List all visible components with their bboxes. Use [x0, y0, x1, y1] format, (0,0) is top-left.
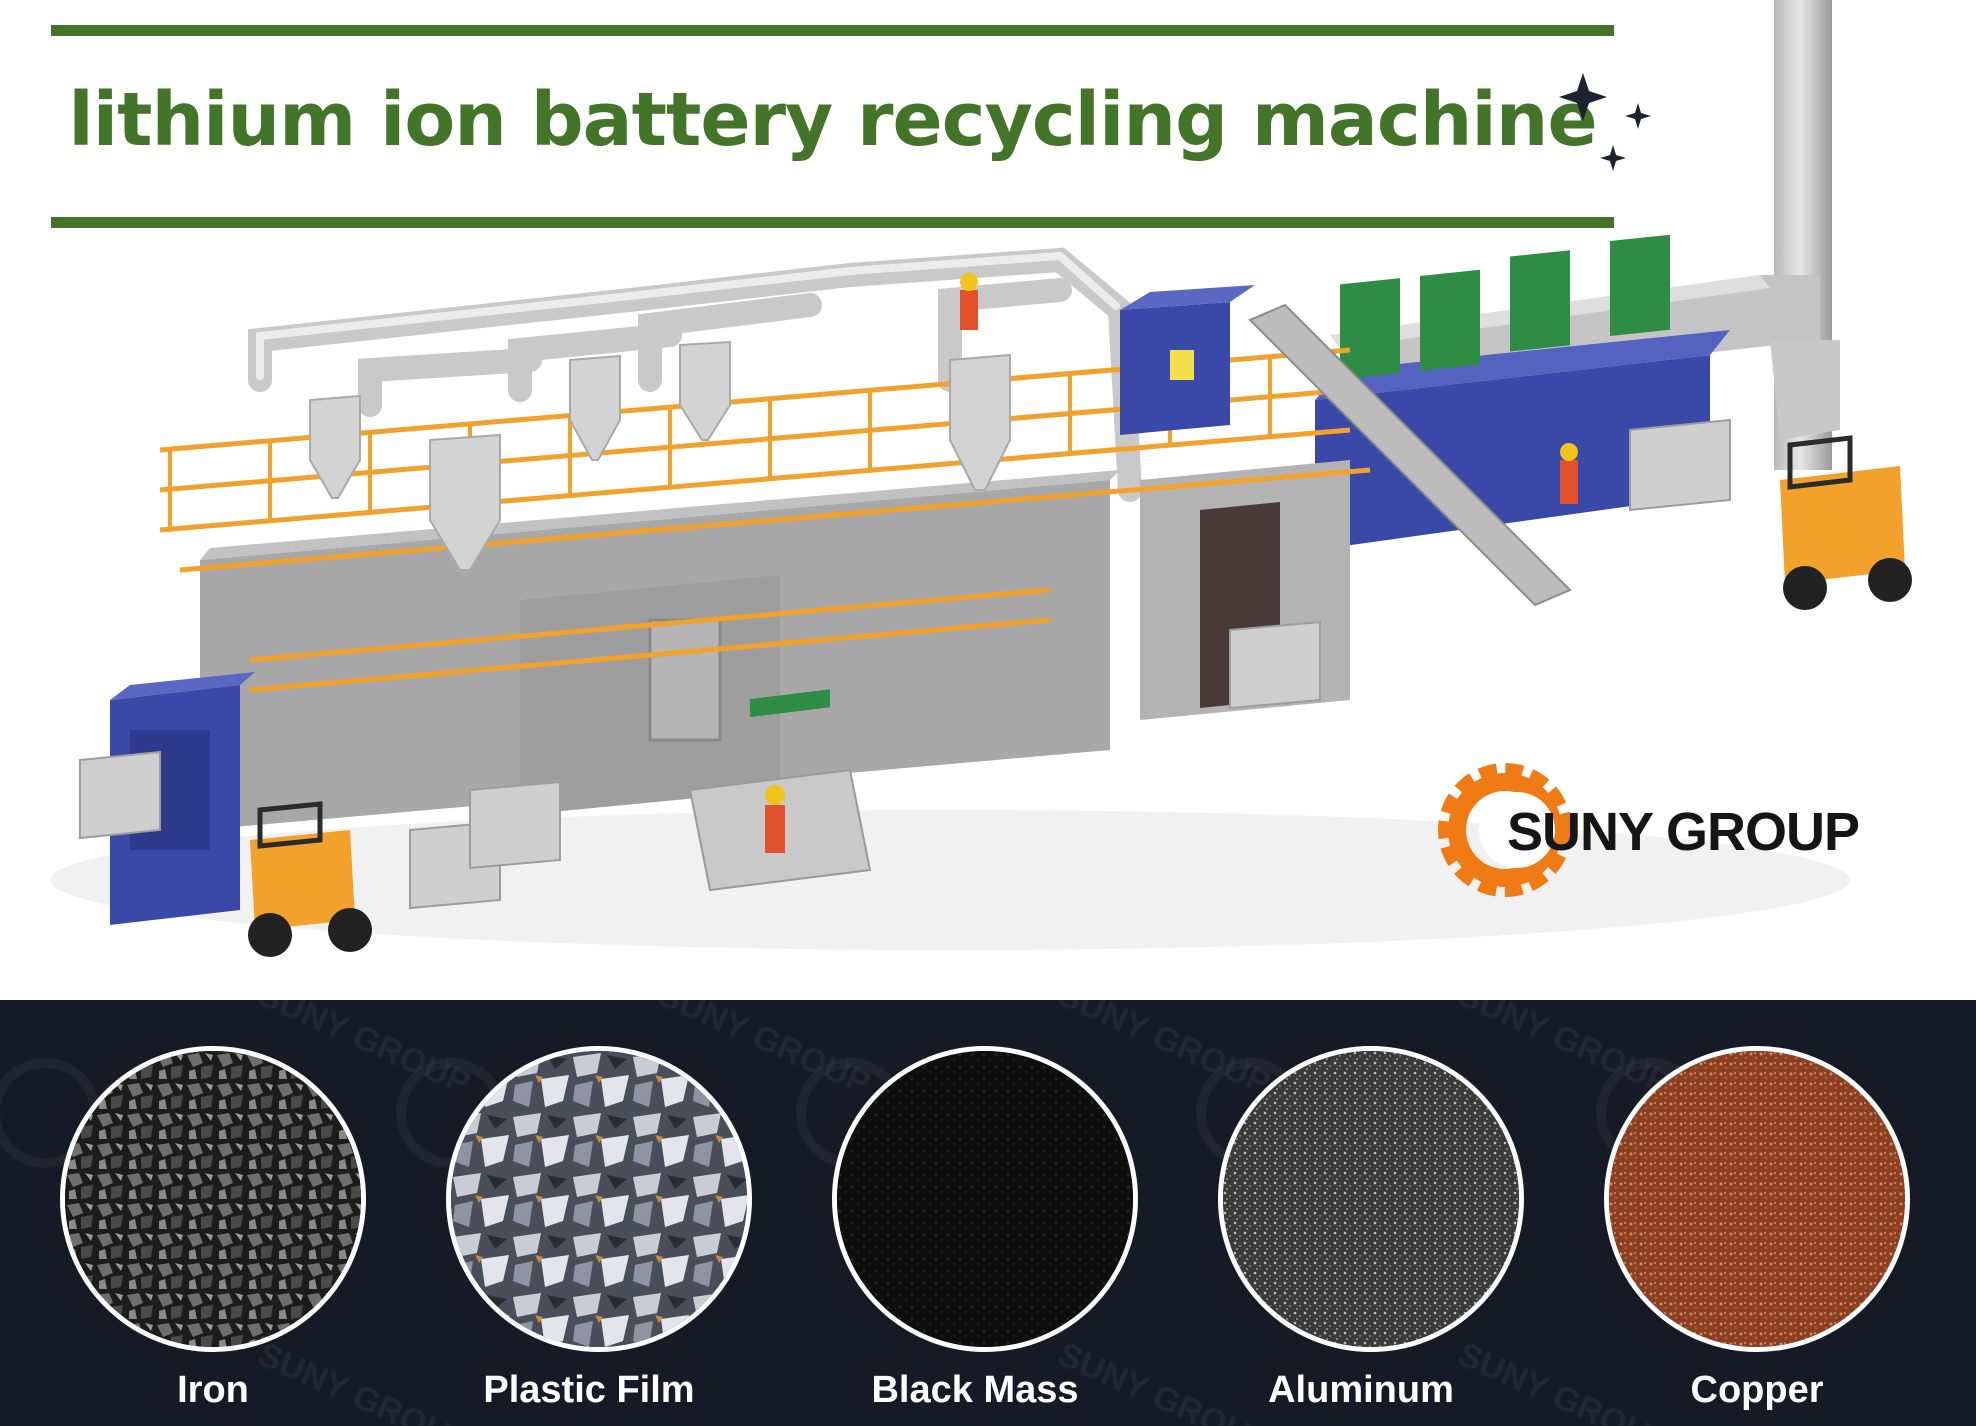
- title-rule-top: [51, 25, 1614, 36]
- shredder-unit: [1120, 285, 1255, 435]
- material-label-plastic-film: Plastic Film: [483, 1369, 695, 1411]
- cyclone-separators: [309, 340, 1011, 571]
- brand-name: SUNY GROUP: [1507, 802, 1859, 862]
- belt-conveyor: [1248, 303, 1572, 607]
- watermark-text: SUNY GROUP: [1452, 1000, 1677, 1103]
- title-rule-bottom: [51, 217, 1614, 228]
- recycling-plant-illustration: [50, 234, 1912, 957]
- forklift-right: [1780, 435, 1912, 610]
- forklift-left: [248, 801, 372, 957]
- gear-icon: [1438, 763, 1572, 897]
- dust-collector: [1315, 234, 1730, 550]
- output-materials-section: SUNY GROUP SUNY GROUP SUNY GROUP SUNY GR…: [0, 1000, 1976, 1426]
- material-label-copper: Copper: [1690, 1369, 1824, 1411]
- hero-section: lithium ion battery recycling machine: [50, 0, 1912, 957]
- material-label-iron: Iron: [177, 1369, 249, 1411]
- page-title: lithium ion battery recycling machine: [68, 77, 1597, 163]
- sparkle-icon: [1559, 73, 1651, 171]
- copper-granules-image: [1604, 1046, 1910, 1352]
- aluminum-granules-image: [1218, 1046, 1524, 1352]
- workers: [765, 273, 1578, 853]
- material-label-aluminum: Aluminum: [1268, 1369, 1454, 1411]
- black-mass-powder-image: [832, 1046, 1138, 1352]
- brand-logo: SUNY GROUP: [1438, 763, 1860, 897]
- material-label-black-mass: Black Mass: [871, 1369, 1079, 1411]
- collection-bags: [79, 418, 1731, 910]
- iron-granules-image: [60, 1046, 366, 1352]
- plastic-film-flakes-image: [446, 1046, 752, 1352]
